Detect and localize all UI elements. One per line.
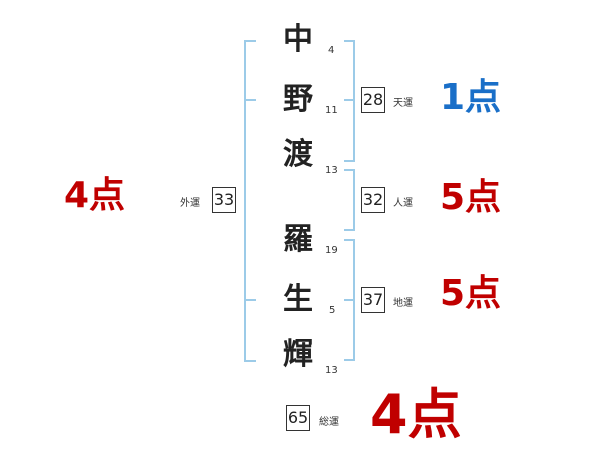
- outer-bracket: [244, 40, 256, 362]
- outer-bracket-tick: [246, 299, 256, 301]
- chiun-value: 37: [361, 287, 385, 313]
- stroke-count-4: 19: [325, 245, 338, 256]
- souun-value: 65: [286, 405, 310, 431]
- gaiun-score: 4点: [64, 175, 126, 216]
- jinun-score: 5点: [440, 177, 502, 218]
- stroke-count-6: 13: [325, 365, 338, 376]
- stroke-count-1: 4: [328, 45, 335, 56]
- tenun-score: 1点: [440, 77, 502, 118]
- jinun-label: 人運: [393, 198, 413, 209]
- chiun-score: 5点: [440, 273, 502, 314]
- souun-label: 総運: [319, 417, 339, 428]
- gaiun-value: 33: [212, 187, 236, 213]
- name-char-6: 輝: [283, 337, 313, 372]
- souun-score: 4点: [370, 383, 462, 446]
- name-char-3: 渡: [283, 137, 313, 172]
- chiun-bracket: [344, 239, 355, 361]
- chiun-bracket-tick: [344, 299, 353, 301]
- chiun-label: 地運: [393, 298, 413, 309]
- tenun-bracket-tick: [344, 99, 353, 101]
- outer-bracket-tick: [246, 99, 256, 101]
- gaiun-label: 外運: [180, 198, 200, 209]
- stroke-count-5: 5: [329, 305, 336, 316]
- tenun-bracket: [344, 40, 355, 162]
- tenun-value: 28: [361, 87, 385, 113]
- name-char-4: 羅: [283, 222, 313, 257]
- jinun-value: 32: [361, 187, 385, 213]
- stroke-count-3: 13: [325, 165, 338, 176]
- name-char-5: 生: [283, 282, 313, 317]
- name-char-2: 野: [283, 82, 313, 117]
- stroke-count-2: 11: [325, 105, 338, 116]
- name-char-1: 中: [283, 22, 313, 57]
- tenun-label: 天運: [393, 98, 413, 109]
- jinun-bracket: [344, 169, 355, 231]
